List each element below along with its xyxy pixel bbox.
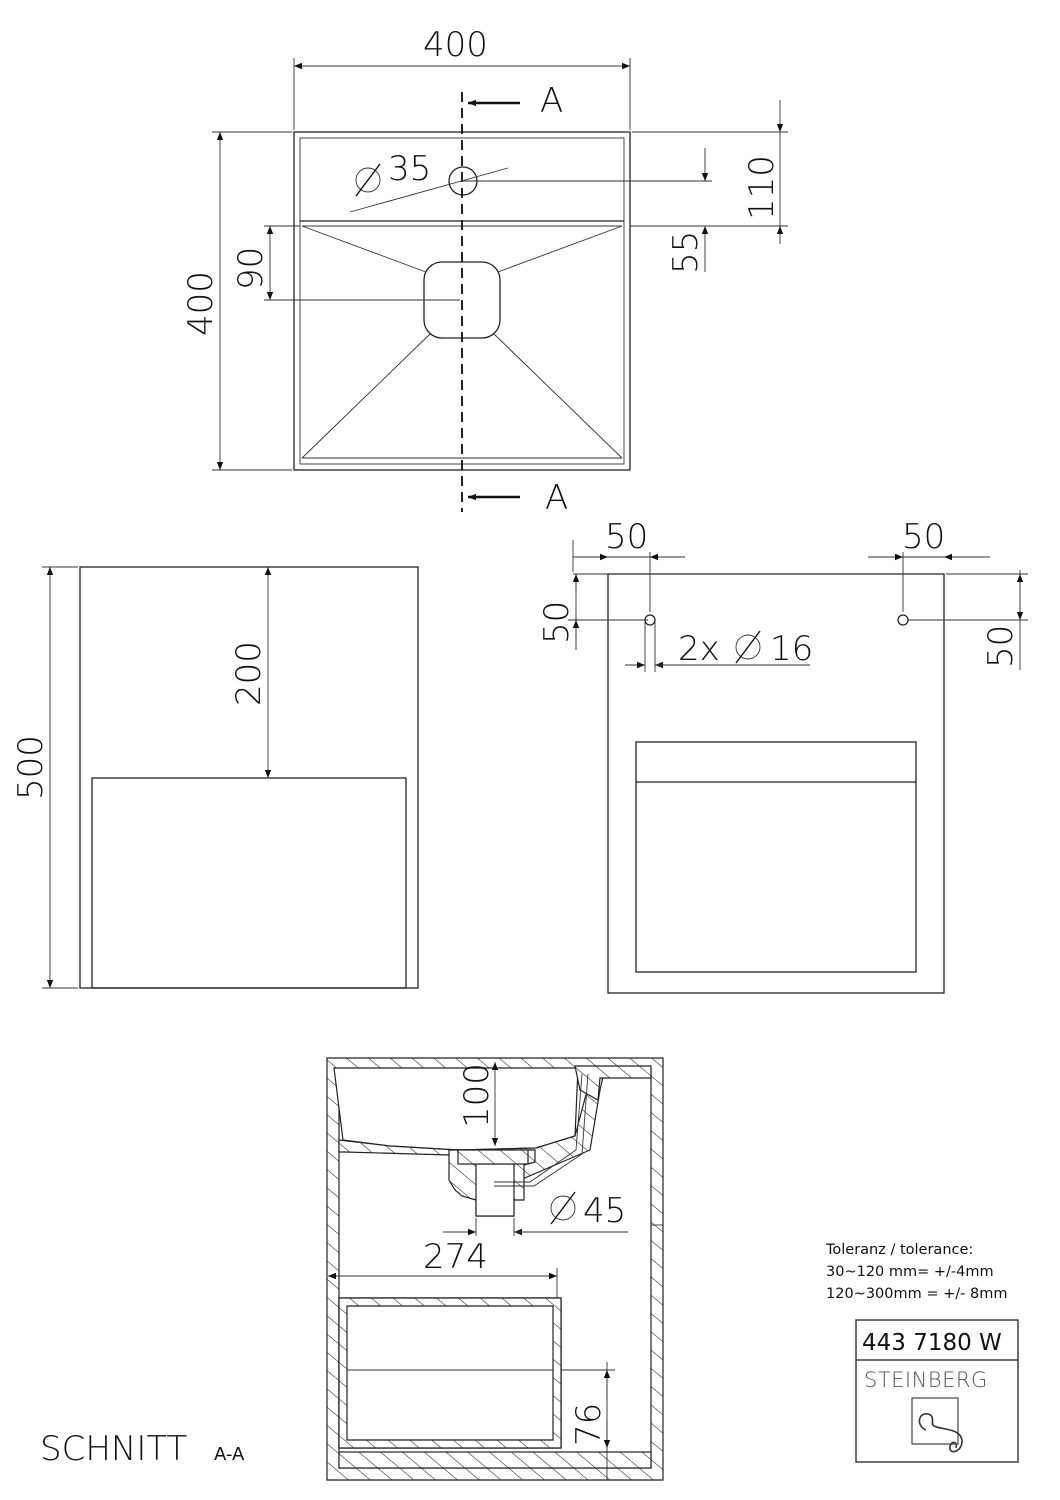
section-label-top: A [540,81,563,121]
dim-depth-400: 400 [181,271,221,336]
leader-line [349,167,509,213]
dim-top-200: 200 [229,641,269,706]
cabinet-bottom [338,1451,652,1469]
slope-line [493,333,623,459]
brand-name: STEINBERG [864,1368,988,1392]
tolerance-line-2: 120~300mm = +/- 8mm [826,1286,1007,1302]
diameter-icon [735,630,761,664]
dim-drawer-bottom-76: 76 [569,1403,609,1446]
article-number: 443 7180 W [862,1330,1002,1356]
section-label-bottom: A [545,478,568,518]
dim-hole-offset-55: 55 [666,231,706,274]
hole-count-label: 2x [678,629,720,669]
bowl-floor [338,1067,606,1181]
dim-bowl-depth-100: 100 [457,1063,497,1128]
dim-left-vertical-50: 50 [537,601,577,644]
section-view: 100 45 274 76 SCHNITT A-A [40,1057,664,1481]
back-view: 50 50 50 50 2x 16 [537,517,1028,994]
drain-pipe [475,1163,515,1217]
dim-height-500: 500 [11,735,51,800]
dim-hole-dia-16: 16 [770,629,813,669]
dim-width-400: 400 [423,25,488,65]
dim-right-vertical-50: 50 [981,625,1021,668]
dim-right-offset-50: 50 [902,517,945,557]
slope-line [301,333,431,459]
section-subtitle: A-A [214,1444,245,1465]
side-cabinet-outline [91,777,407,989]
dim-drain-90: 90 [231,247,271,290]
rim-section [574,1065,652,1101]
dim-left-offset-50: 50 [605,517,648,557]
tolerance-title: Toleranz / tolerance: [825,1242,973,1258]
diameter-icon [355,163,381,197]
dim-rim-110: 110 [742,155,782,220]
steinberg-logo-icon [911,1397,963,1453]
drawer-walls [338,1297,562,1449]
dim-drawer-width-274: 274 [423,1237,488,1277]
drawer-box [338,1297,562,1449]
diameter-icon [550,1191,576,1225]
mounting-hole-right [897,614,909,626]
back-opening [635,741,917,973]
title-block-frame [855,1319,1019,1463]
drain-flange [457,1149,529,1165]
dim-drain-dia-45: 45 [583,1191,626,1231]
overflow-channel [494,1073,583,1183]
tolerance-line-1: 30~120 mm= +/-4mm [826,1264,994,1280]
overflow-channel [494,1073,589,1187]
slope-line [301,225,427,273]
slope-line [497,225,623,273]
side-view: 500 200 [11,566,419,989]
bowl-cavity [333,1067,579,1151]
section-title: SCHNITT [40,1429,188,1469]
top-view: A A 400 400 90 55 110 35 [181,25,788,518]
title-block: 443 7180 W STEINBERG [855,1319,1019,1463]
dim-hole-dia-35: 35 [388,149,431,189]
tolerance-note: Toleranz / tolerance: 30~120 mm= +/-4mm … [825,1242,1007,1302]
